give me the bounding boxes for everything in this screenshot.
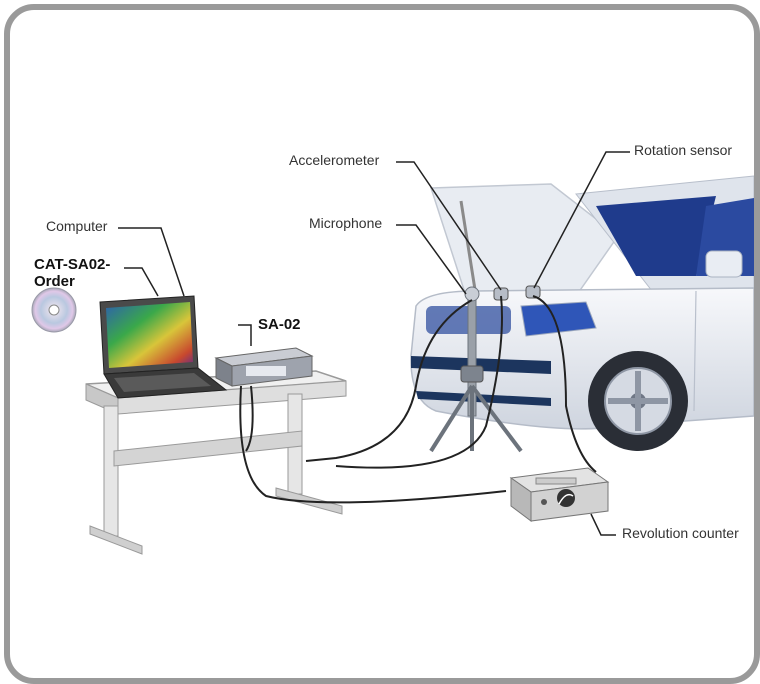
label-software-line1: CAT-SA02-	[34, 256, 111, 273]
label-revolution-counter: Revolution counter	[622, 525, 739, 541]
label-computer: Computer	[46, 218, 108, 234]
revolution-counter-device	[509, 467, 610, 522]
label-rotation-sensor: Rotation sensor	[634, 142, 733, 158]
car	[410, 175, 754, 451]
car-hood	[429, 183, 620, 297]
rotation-sensor-device	[525, 285, 541, 299]
label-sa-02: SA-02	[258, 316, 301, 333]
leader-lines	[118, 151, 630, 536]
microphone-head	[464, 286, 480, 302]
measurement-setup-illustration	[31, 151, 754, 555]
cables	[239, 295, 597, 504]
laptop	[99, 295, 228, 399]
car-headlight	[520, 301, 597, 337]
table	[85, 370, 347, 555]
bumper-stripe	[411, 356, 551, 374]
label-microphone: Microphone	[309, 215, 383, 231]
label-software: CAT-SA02- Order	[34, 256, 110, 290]
hood-strut	[459, 200, 478, 297]
car-mirror	[705, 250, 743, 278]
car-windshield	[596, 196, 716, 276]
cd-disc-icon	[31, 287, 77, 333]
laptop-screen	[106, 302, 193, 368]
sa-02-unit	[214, 347, 314, 387]
label-accelerometer: Accelerometer	[289, 152, 380, 168]
label-software-line2: Order	[34, 273, 75, 290]
microphone-tripod	[429, 286, 523, 453]
diagram-frame: Computer CAT-SA02- Order SA-02 Accelerom…	[4, 4, 760, 684]
